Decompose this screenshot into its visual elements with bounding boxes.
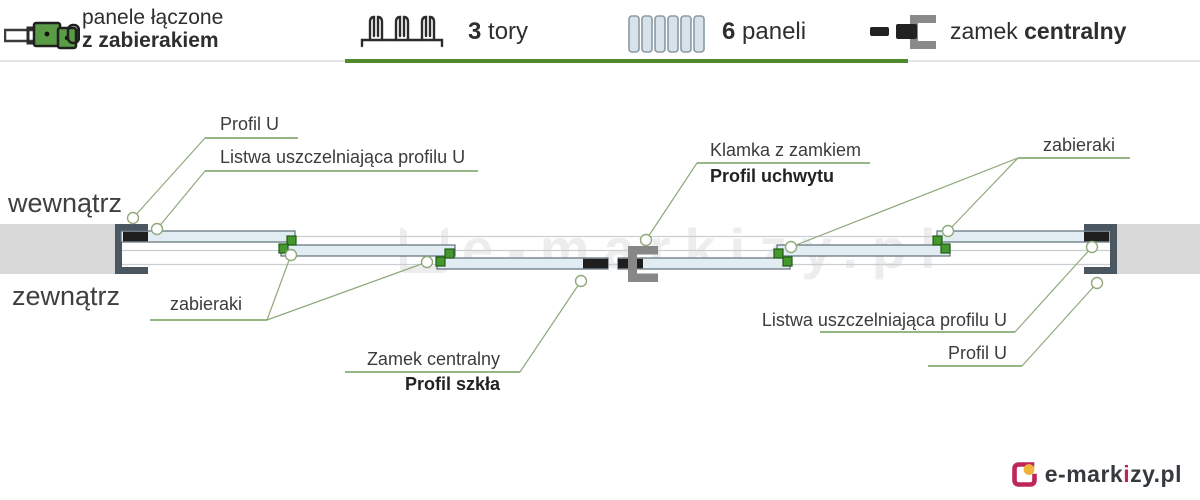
tracks-label: tory: [488, 18, 529, 45]
driver-j3-upper: [773, 248, 784, 259]
e-markizy-logo[interactable]: e-markizy.pl: [1011, 461, 1182, 488]
e-markizy-logo-icon: [1011, 462, 1037, 487]
label-listwa-left: Listwa uszczelniająca profilu U: [220, 147, 466, 167]
panels-count: 6: [722, 18, 736, 45]
logo-text-suffix: zy.pl: [1130, 461, 1182, 487]
label-underlines: [150, 137, 1130, 373]
three-tracks-icon: [358, 10, 446, 59]
driver-j2-lower: [435, 256, 446, 267]
leader-lines: [132, 137, 1098, 373]
joined-panels-line2: z zabierakiem: [82, 29, 219, 52]
label-klamka: Klamka z zamkiem: [710, 140, 862, 160]
u-profile-right: [1084, 224, 1117, 274]
driver-j4-lower: [940, 243, 951, 254]
pointer-listwa-left: [150, 222, 164, 236]
pointer-zabieraki-b: [420, 255, 434, 269]
pointer-zamek-centralny: [574, 274, 588, 288]
pointer-zabieraki-a: [284, 248, 298, 262]
seal-strip-right: [1084, 231, 1109, 242]
six-panels-icon: [628, 15, 706, 58]
label-profil-szkla: Profil szkła: [404, 374, 500, 394]
lock-label-regular: zamek: [950, 18, 1018, 44]
tracks-count: 3: [468, 18, 482, 45]
pointer-listwa-right: [1085, 240, 1099, 254]
central-lock-left-half: [583, 258, 608, 269]
joined-panels-icon: [3, 16, 81, 59]
label-listwa-right: Listwa uszczelniająca profilu U: [761, 310, 1007, 330]
label-zabieraki-right: zabieraki: [1043, 135, 1116, 155]
wall-right: [1117, 224, 1200, 274]
seal-strip-left: [123, 231, 148, 242]
driver-j2-upper: [444, 248, 455, 259]
header-item-panels: 6 paneli: [722, 18, 806, 46]
outside-label: zewnątrz: [12, 281, 121, 311]
label-profil-uchwytu: Profil uchwytu: [710, 166, 835, 186]
header-item-joined-panels: panele łączone z zabierakiem: [82, 6, 223, 52]
driver-j1-lower: [278, 243, 289, 254]
label-profil-u-right: Profil U: [947, 343, 1007, 363]
pointer-zabieraki-c: [784, 240, 798, 254]
driver-j1-upper: [286, 235, 297, 246]
panels-label: paneli: [742, 18, 807, 45]
pointer-zabieraki-d: [941, 224, 955, 238]
driver-j3-lower: [782, 256, 793, 267]
lock-label-bold: centralny: [1024, 18, 1127, 44]
inside-label: wewnątrz: [8, 188, 123, 218]
driver-j4-upper: [932, 235, 943, 246]
header-item-lock: zamek centralny: [950, 18, 1126, 45]
logo-text-accent: i: [1123, 461, 1131, 487]
wall-left: [0, 224, 115, 274]
joined-panels-line1: panele łączone: [82, 6, 224, 29]
central-lock-icon: [868, 12, 940, 57]
pointer-profil-u-right: [1090, 276, 1104, 290]
u-profile-left: [115, 224, 148, 274]
e-markizy-logo-text: e-markizy.pl: [1045, 461, 1182, 488]
pointer-klamka: [639, 233, 653, 247]
header-divider-accent: [345, 59, 908, 63]
label-zabieraki-left: zabieraki: [170, 294, 243, 314]
label-zamek-centralny: Zamek centralny: [366, 349, 500, 369]
pointer-profil-u-left: [126, 211, 140, 225]
handle-profile: [628, 246, 658, 282]
logo-text-prefix: e-mark: [1044, 461, 1124, 487]
label-profil-u-left: Profil U: [220, 114, 280, 134]
header-item-tracks: 3 tory: [468, 18, 528, 46]
